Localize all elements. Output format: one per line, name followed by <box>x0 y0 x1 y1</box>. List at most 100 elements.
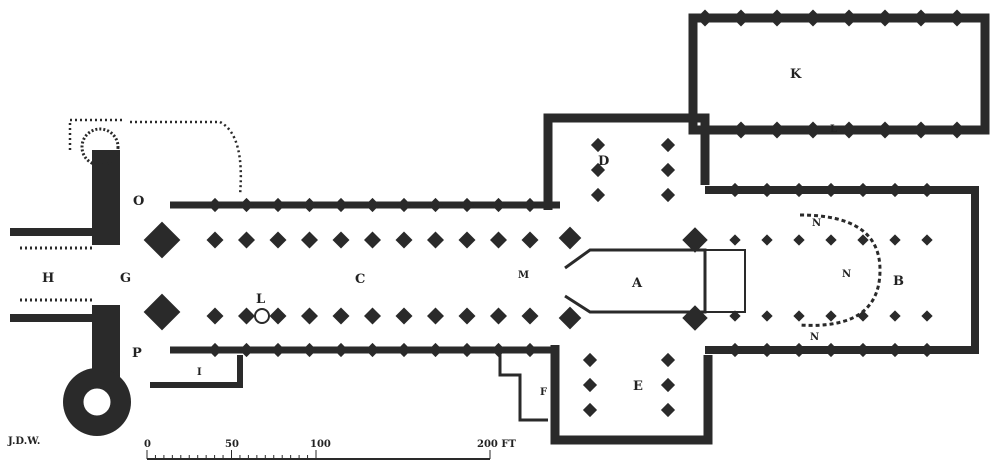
pier <box>948 9 966 27</box>
pier <box>948 121 966 139</box>
label-c: C <box>355 272 365 287</box>
label-g: G <box>120 271 131 286</box>
pier <box>791 342 807 358</box>
pier <box>889 234 901 246</box>
pier <box>793 310 805 322</box>
room-labels: K L D N N N B A M C L G H O P I E F <box>42 67 904 398</box>
pier <box>490 231 507 249</box>
pier <box>459 197 475 213</box>
pier <box>682 227 708 253</box>
pier <box>887 182 903 198</box>
pier <box>768 9 786 27</box>
pier <box>823 342 839 358</box>
pier <box>889 310 901 322</box>
pier <box>558 226 582 250</box>
chapter-house-wall <box>688 13 990 135</box>
pier <box>590 137 606 153</box>
font-l <box>254 308 270 324</box>
pier <box>729 310 741 322</box>
pier <box>491 342 506 358</box>
scale-minor-ticks <box>146 450 491 459</box>
label-l-nave: L <box>256 292 265 307</box>
pier <box>855 342 871 358</box>
label-n3: N <box>810 332 819 343</box>
south-transept-wall <box>550 345 713 445</box>
chapel-i-wall <box>150 355 243 388</box>
pier <box>427 307 444 325</box>
pier <box>207 342 223 358</box>
pier <box>660 162 676 178</box>
pier <box>396 342 412 358</box>
pier <box>490 307 507 325</box>
label-l-north: L <box>830 124 837 135</box>
label-n1: N <box>812 218 821 229</box>
pier <box>521 231 539 249</box>
label-f: F <box>540 387 547 398</box>
pier <box>912 121 930 139</box>
pier <box>396 197 412 213</box>
pier <box>660 377 676 393</box>
pier <box>521 307 539 325</box>
pier <box>660 137 676 153</box>
pier <box>696 121 714 139</box>
label-m: M <box>518 270 529 281</box>
pier <box>761 234 773 246</box>
pier <box>239 197 254 213</box>
pier <box>333 342 349 358</box>
signature: J.D.W. <box>7 436 40 447</box>
pier <box>825 234 837 246</box>
pier <box>558 306 582 330</box>
pier <box>238 307 255 325</box>
label-i: I <box>197 367 202 378</box>
apse-foundation <box>799 213 882 327</box>
pier <box>840 121 858 139</box>
pier <box>333 197 349 213</box>
passage-f-wall <box>498 352 548 422</box>
label-a: A <box>631 276 643 291</box>
pier <box>302 342 317 358</box>
pier <box>590 187 606 203</box>
chapel-o-outline <box>68 118 243 196</box>
label-o: O <box>133 194 144 209</box>
pier <box>582 402 598 418</box>
pier <box>332 307 350 325</box>
label-n2: N <box>842 269 851 280</box>
pier <box>768 121 786 139</box>
pier <box>660 402 676 418</box>
pier <box>732 121 750 139</box>
pier <box>207 197 223 213</box>
label-k: K <box>790 67 802 82</box>
pier <box>759 182 775 198</box>
pier <box>458 307 476 325</box>
pier <box>887 342 903 358</box>
pier <box>876 121 894 139</box>
pier <box>791 182 807 198</box>
pier <box>428 197 443 213</box>
pier <box>238 231 255 249</box>
label-p: P <box>132 346 142 361</box>
pier <box>395 231 413 249</box>
scale-100: 100 <box>310 439 331 450</box>
pier <box>759 342 775 358</box>
stair-spiral-icon <box>82 387 112 417</box>
pier <box>727 342 743 358</box>
north-west-tower <box>92 150 120 245</box>
pier <box>582 352 598 368</box>
pier <box>301 307 318 325</box>
pier <box>732 9 750 27</box>
pier <box>427 231 444 249</box>
choir-wall <box>705 186 979 354</box>
pier <box>921 310 933 322</box>
scale-200: 200 FT <box>477 439 516 450</box>
pier <box>660 187 676 203</box>
pier <box>301 231 318 249</box>
pier <box>840 9 858 27</box>
piers <box>143 9 966 418</box>
north-transept-wall <box>543 113 710 210</box>
pier <box>302 197 317 213</box>
pier <box>269 307 287 325</box>
label-b: B <box>893 274 904 289</box>
pier <box>857 234 869 246</box>
pier <box>395 307 413 325</box>
